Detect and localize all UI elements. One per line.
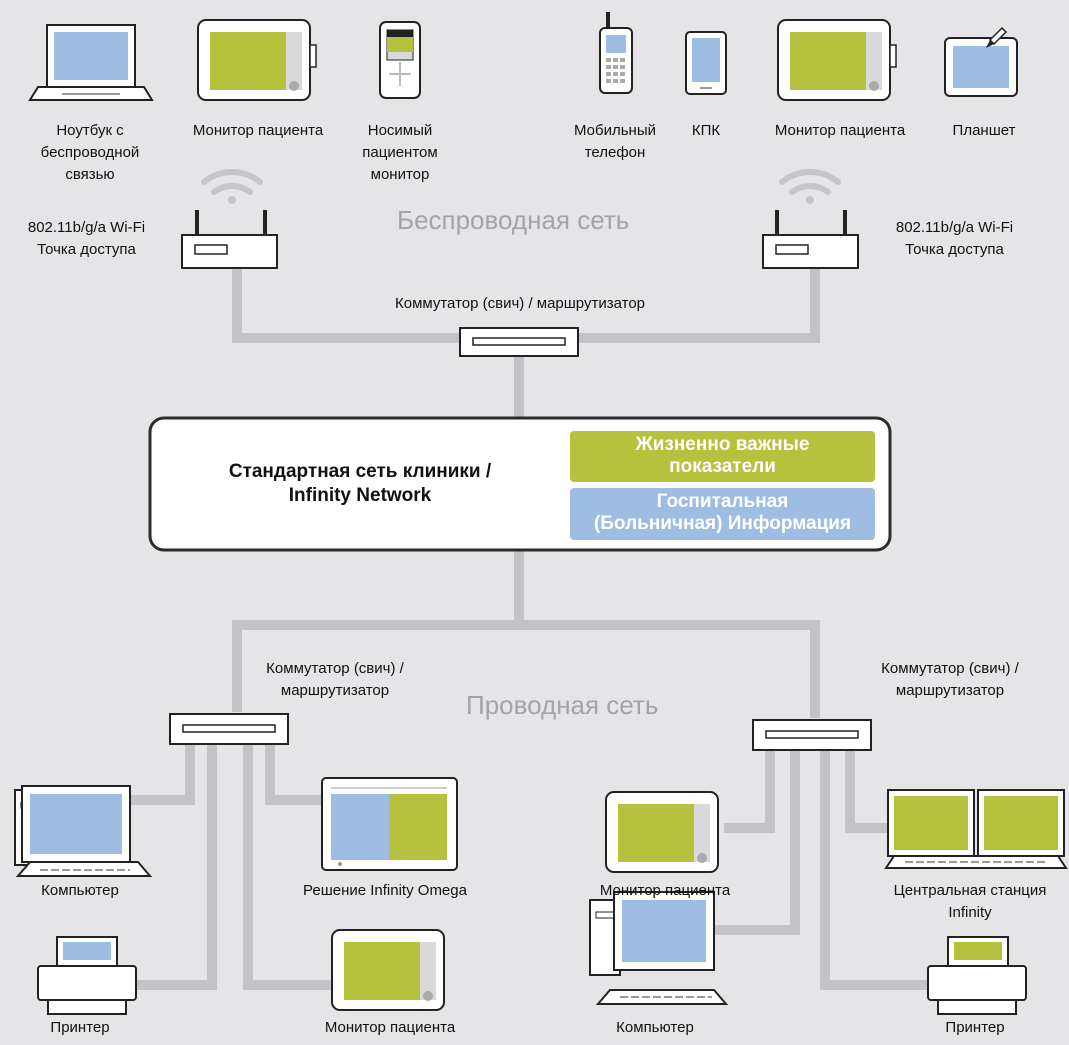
device-label: Принтер [50,1019,110,1036]
device-label: Монитор пациента [192,122,324,139]
device-label: КПК [691,122,721,139]
hospital-info-badge: Госпитальная (Больничная) Информация [570,488,875,540]
switch-label: Коммутатор (свич) / маршрутизатор [394,295,646,312]
pda-icon [685,31,727,95]
laptop-icon [28,24,154,101]
printer-icon [927,936,1027,1015]
connection-lines [130,268,927,990]
device-label: Центральная станция Infinity [893,882,1047,921]
access-point-icon [762,210,859,269]
central-station-icon [884,789,1068,869]
link-left-omega [265,745,322,805]
wearable-monitor-icon [379,21,421,99]
device-label: Монитор пациента [324,1019,456,1036]
device-label: Монитор пациента [599,882,731,899]
link-left-printer [135,745,217,990]
device-label: Решение Infinity Omega [303,882,467,899]
patient-monitor-icon [331,929,445,1011]
switch-router-icon [459,327,579,357]
access-point-label: 802.11b/g/a Wi-Fi Точка доступа [27,219,146,258]
vital-signs-badge: Жизненно важные показатели [570,431,875,482]
device-label: Компьютер [41,882,119,899]
patient-monitor-icon [197,19,317,101]
patient-monitor-icon [777,19,897,101]
link-right-central [845,750,888,833]
access-point-label: 802.11b/g/a Wi-Fi Точка доступа [895,219,1014,258]
link-right-monitor [724,750,775,833]
link-left-monitor [243,745,332,990]
tablet-icon [944,26,1018,97]
printer-icon [37,936,137,1015]
wifi-signal-icon [201,169,263,204]
link-right-computer [712,750,800,935]
link-left-computer [130,745,195,805]
patient-monitor-icon [605,791,719,873]
wireless-network-title: Беспроводная сеть [397,205,630,235]
device-label: Мобильный телефон [574,122,656,161]
device-label: Принтер [945,1019,1005,1036]
device-label: Планшет [952,122,1016,139]
computer-icon [589,891,729,1005]
link-ap-left-switch [232,268,460,343]
switch-label: Коммутатор (свич) / маршрутизатор [881,660,1019,699]
switch-router-icon [169,713,289,745]
wifi-signal-icon [779,169,841,204]
device-label: Носимый пациентом монитор [362,122,438,183]
access-point-icon [181,210,278,269]
mobile-phone-icon [599,12,633,94]
switch-label: Коммутатор (свич) / маршрутизатор [266,660,404,699]
switch-router-icon [752,719,872,751]
wired-network-title: Проводная сеть [466,690,659,720]
link-right-printer [820,750,927,990]
link-trunk-switches [232,620,820,718]
link-ap-right-switch [578,268,820,343]
device-label: Ноутбук с беспроводной связью [40,122,140,183]
hub-title: Стандартная сеть клиники / Infinity Netw… [228,461,492,506]
computer-icon [14,785,153,877]
device-label: Компьютер [616,1019,694,1036]
infinity-omega-icon [321,777,458,871]
device-label: Монитор пациента [774,122,906,139]
